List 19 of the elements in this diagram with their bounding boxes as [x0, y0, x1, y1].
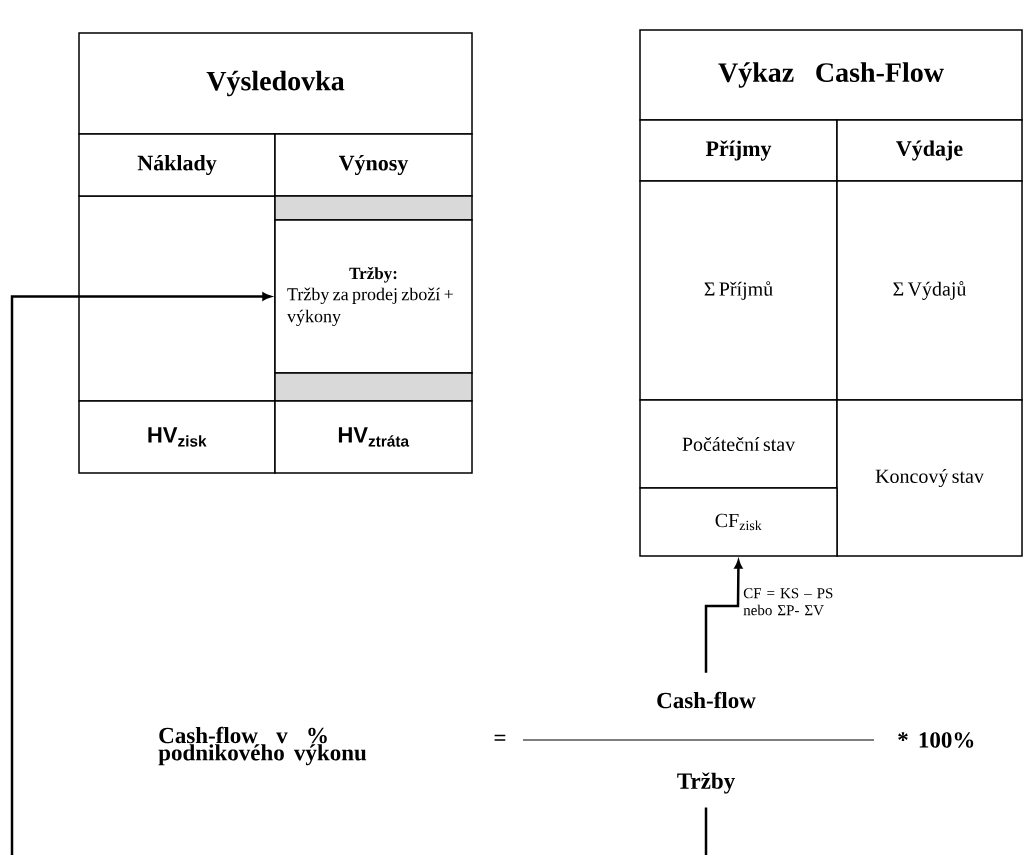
cash-flow-cell: CF$_{zisk}$: [639, 487, 838, 557]
balance-cell: Počáteční stav: [639, 399, 838, 489]
numerator-text: Cash-flow: [657, 691, 756, 709]
shaded-band: [274, 372, 473, 402]
revenue-cell: Tržby: Tržby za prodej zboží + výkony: [274, 219, 473, 374]
arrow: [10, 292, 708, 855]
denominator-text: Tržby: [677, 772, 735, 794]
equals-sign: =: [494, 734, 506, 741]
header-cell: Výdaje: [836, 119, 1023, 182]
formula-name: Cash-flow v % podnikového výkonu: [158, 726, 367, 766]
balance-cell: Koncový stav: [836, 399, 1023, 557]
result-cell: HV$_{ztráta}$: [274, 400, 473, 474]
shaded-band: [274, 195, 473, 221]
header-cell: Náklady: [78, 133, 276, 197]
multiplier-text: * 100%: [898, 732, 974, 748]
result-cell: HV$_{zisk}$: [78, 400, 276, 474]
header-cell: Výnosy: [274, 133, 473, 197]
edge-label: CF = KS – PS nebo ΣP- ΣV: [743, 588, 833, 616]
header-cell: Příjmy: [639, 119, 838, 182]
